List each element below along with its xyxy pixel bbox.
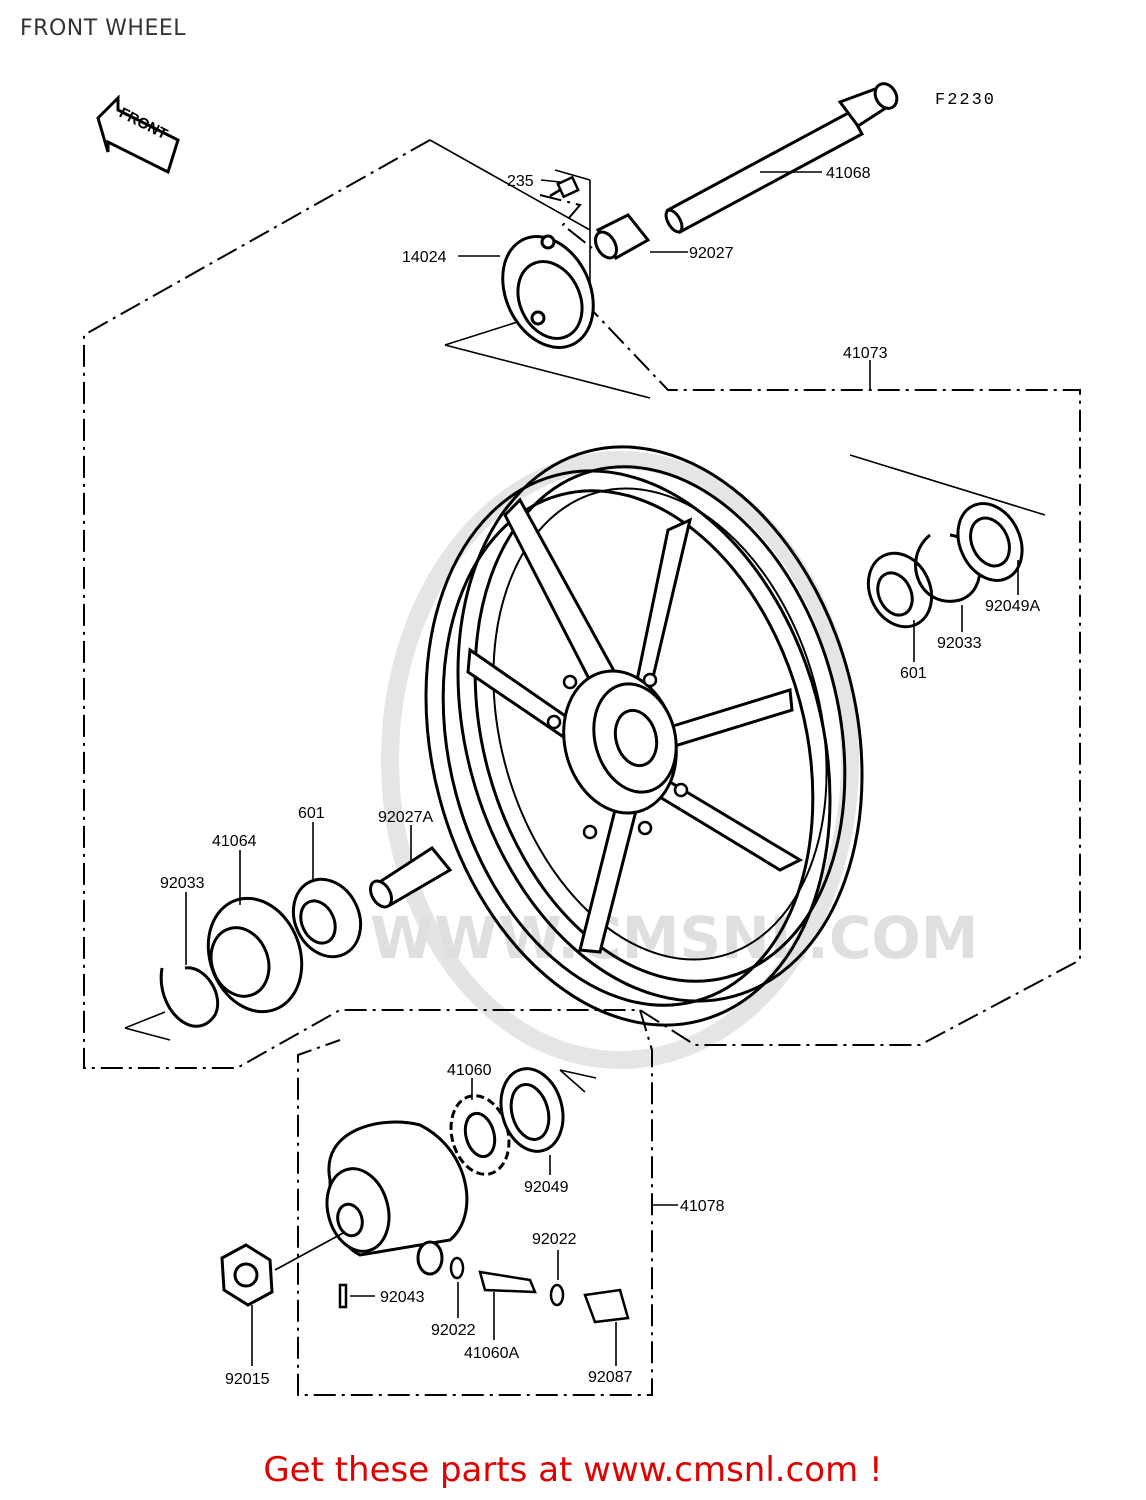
hub-group-outline (539, 194, 593, 249)
callout-92022-top: 92022 (532, 1231, 577, 1248)
callout-92033-left: 92033 (160, 875, 205, 892)
callout-41078: 41078 (680, 1198, 725, 1215)
callout-92033-right: 92033 (937, 635, 982, 652)
callout-601-left: 601 (298, 805, 325, 822)
front-direction-arrow-icon: FRONT (96, 94, 180, 175)
callout-92049: 92049 (524, 1179, 569, 1196)
wheel-41073 (424, 445, 864, 1027)
callout-41060: 41060 (447, 1062, 492, 1079)
washer-92022-top (549, 1283, 565, 1307)
bearing-601-right (866, 551, 934, 629)
bolt-235 (549, 175, 580, 199)
watermark-text: WWW.CMSNL.COM (370, 904, 978, 972)
callout-92027: 92027 (689, 245, 734, 262)
page-title: FRONT WHEEL (20, 16, 186, 41)
washer-92022-bottom (449, 1256, 465, 1280)
hub-cover-14024 (501, 234, 595, 349)
bearing-601-left (291, 877, 363, 959)
collar-92027A (369, 846, 453, 909)
callout-92043: 92043 (380, 1289, 425, 1306)
speedometer-gear-housing-41078 (325, 1120, 469, 1276)
callout-92049A: 92049A (985, 598, 1040, 615)
callout-92027A: 92027A (378, 809, 433, 826)
circlip-92033-left (159, 966, 220, 1028)
bushing-92087 (583, 1288, 630, 1324)
callout-41060A: 41060A (464, 1345, 519, 1362)
callout-41064: 41064 (212, 833, 257, 850)
callout-235: 235 (507, 173, 534, 190)
small-parts (338, 1256, 630, 1324)
callout-92087: 92087 (588, 1369, 633, 1386)
speedometer-gear-41060 (449, 1094, 511, 1176)
gear-drive-plate-41064 (206, 896, 304, 1014)
wheel-subgroup-outline (297, 1009, 653, 1396)
collar-92027 (594, 213, 651, 261)
axle-41068 (664, 82, 899, 235)
callout-92022-bottom: 92022 (431, 1322, 476, 1339)
assembly-outline (83, 139, 1081, 1069)
footer-parts-link[interactable]: Get these parts at www.cmsnl.com ! (263, 1450, 883, 1490)
callout-14024: 14024 (402, 249, 447, 266)
callout-41073: 41073 (843, 345, 888, 362)
oil-seal-92049 (499, 1067, 565, 1153)
watermark: WWW.CMSNL.COM (370, 451, 978, 1069)
figure-code: F2230 (935, 91, 996, 110)
callout-41068: 41068 (826, 165, 871, 182)
callout-601-right: 601 (900, 665, 927, 682)
pinion-41060A (478, 1270, 537, 1294)
callout-92015: 92015 (225, 1371, 270, 1388)
axle-nut-92015 (220, 1243, 274, 1307)
pin-92043 (338, 1283, 348, 1309)
oil-seal-92049A (956, 502, 1024, 582)
